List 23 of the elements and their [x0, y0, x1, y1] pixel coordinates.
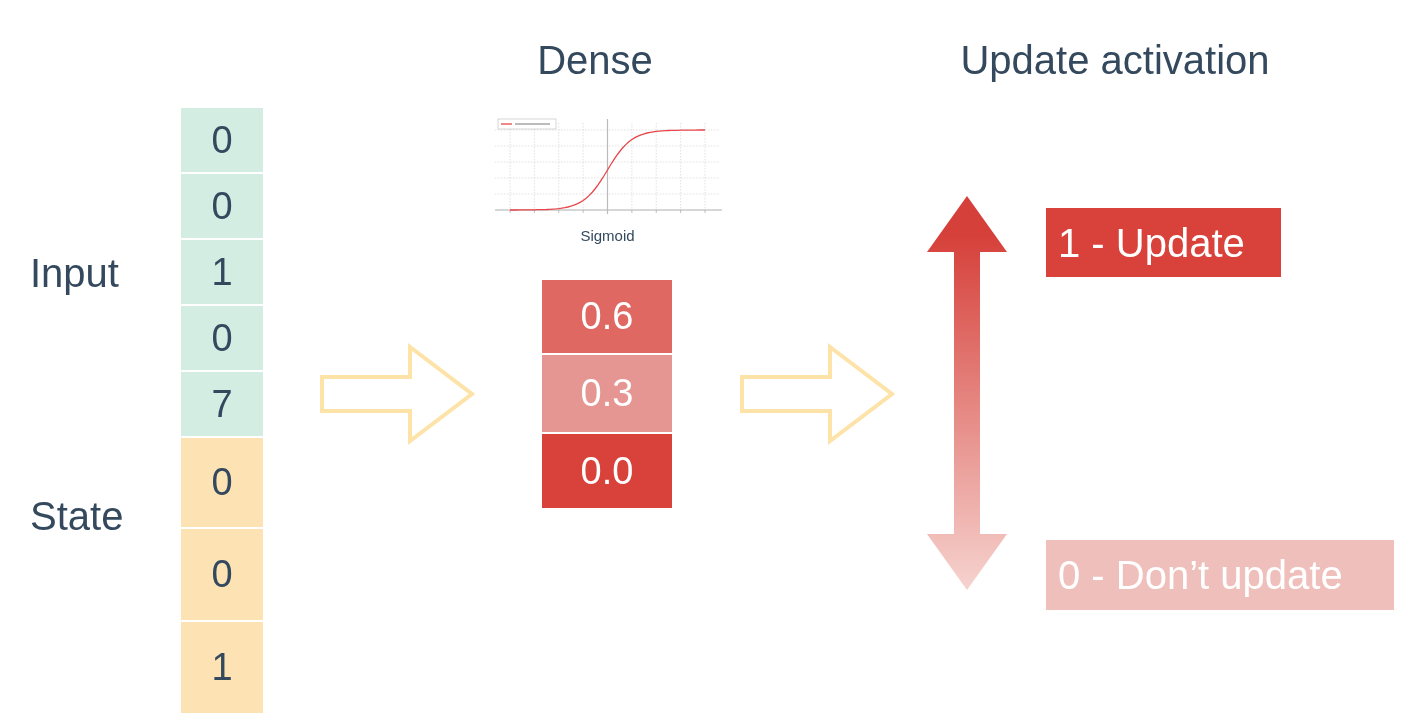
vector-cell: 0.0: [541, 433, 673, 509]
plot-caption: Sigmoid: [580, 226, 635, 246]
label-box: 1 - Update: [1046, 208, 1281, 277]
label-box: 0 - Don’t update: [1046, 540, 1394, 610]
heading: Dense: [537, 37, 653, 84]
group-label: Input: [30, 250, 119, 297]
vector-column: [180, 107, 264, 714]
vector-cell: 0.6: [541, 279, 673, 354]
vector-cell: 7: [180, 371, 264, 437]
vector-column: [541, 279, 673, 509]
heading: Update activation: [960, 37, 1270, 84]
vector-cell: 1: [180, 621, 264, 714]
hollow-arrow: [320, 342, 476, 446]
vector-cell: 0: [180, 107, 264, 173]
group-label: State: [30, 493, 124, 540]
vector-cell: 0: [180, 528, 264, 621]
vector-cell: 0: [180, 305, 264, 371]
vector-cell: 0: [180, 173, 264, 239]
vector-cell: 0: [180, 437, 264, 528]
double-headed-arrow: [927, 196, 1007, 590]
vector-cell: 0.3: [541, 354, 673, 433]
vector-cell: 1: [180, 239, 264, 305]
hollow-arrow: [740, 342, 896, 446]
